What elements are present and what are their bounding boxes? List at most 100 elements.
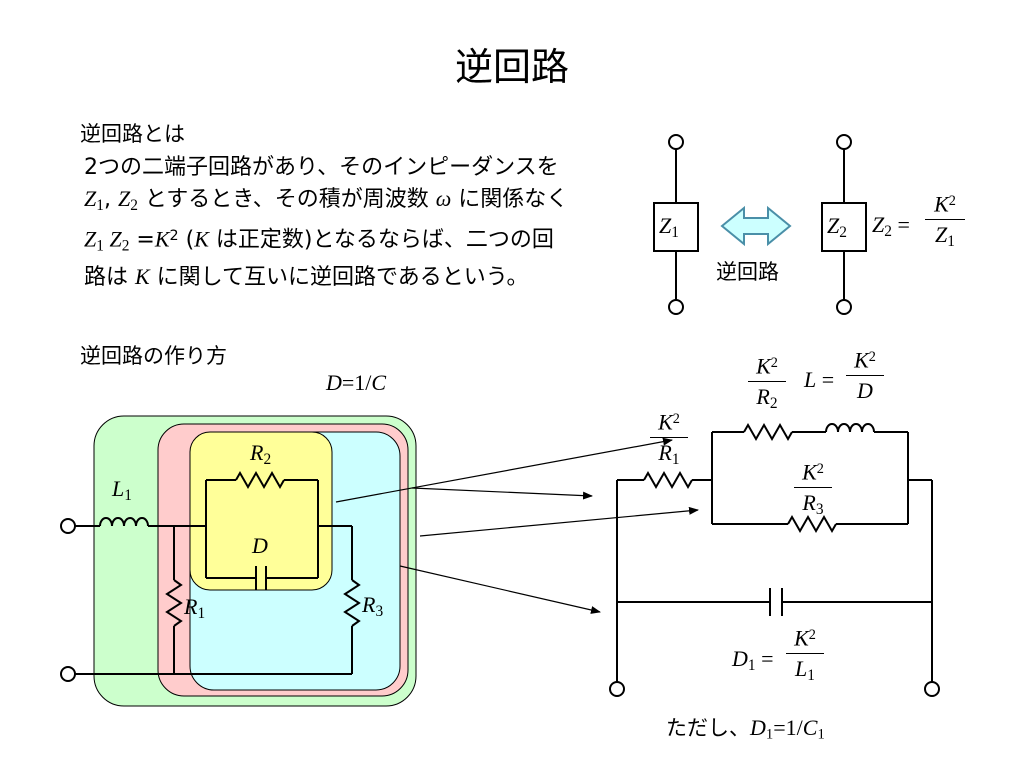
arrow-d-map [399,565,601,614]
k-symbol-3: K [135,264,150,290]
d-cap-symbol: D [252,533,268,558]
arrow-l1-map [411,487,593,500]
para-line-1: 2つの二端子回路があり、そのインピーダンスを [84,152,644,183]
label-k2-r3: K2 R3 [794,456,832,523]
d1-sub: 1 [747,656,756,674]
k2r2-r: R [756,384,770,410]
c-symbol: C [371,370,387,395]
label-k2-r1: K2 R1 [650,406,688,473]
r2-sub: 2 [263,450,272,468]
label-l-fraction: K2 D [846,344,884,404]
k2r2-sub: 2 [769,395,778,413]
r2-symbol: R [250,440,264,465]
r3-sub: 3 [375,602,384,620]
arrow-r1-map [419,506,699,537]
para-line-1-text: 2つの二端子回路があり、そのインピーダンスを [84,155,559,180]
k2r3-sup: 2 [816,461,824,477]
inverse-arrow-label: 逆回路 [716,260,779,284]
z2-equation-fraction: K2 Z1 [925,188,965,255]
para-line-4-end: に関して互いに逆回路であるという。 [149,265,529,291]
eq-bar [925,219,965,221]
k2r2-bar [748,381,786,383]
para-line-4: 路は K に関して互いに逆回路であるという。 [84,261,644,293]
l-den-d: D [857,378,873,404]
label-r2: R2 [250,440,271,469]
para-line-2-end: に関係なく [451,187,569,212]
label-r3: R3 [362,592,383,621]
z1-label: Z1 [659,213,679,242]
page-title: 逆回路 [454,45,569,89]
k2r2-num: K2 [748,350,786,379]
k2r3-num: K2 [794,456,832,485]
footnote: ただし、D1=1/C1 [666,712,825,744]
para-line-3-end: は正定数)となるならば、二つの回 [208,227,554,253]
eq-sign-symbol: = [897,212,910,237]
z2-box-sub: 2 [839,223,847,241]
k2r1-bar [650,437,688,439]
l-den: D [846,378,884,404]
r3-symbol: R [362,592,376,617]
l-num-sup: 2 [868,349,876,365]
z2-sub: 2 [130,196,138,214]
eq-den-sub: 1 [947,233,955,251]
section-heading-construction: 逆回路の作り方 [80,344,227,368]
r1-sub: 1 [197,604,206,622]
eq-num: K2 [925,188,965,217]
eq-den-z: Z [935,222,948,248]
z2-box-symbol: Z [827,213,840,238]
k2r1-den: R1 [650,440,688,473]
k2r3-k: K [802,459,817,485]
footnote-c: C [802,715,818,740]
l1-symbol: L [112,476,125,501]
right-left-terminal [609,681,625,697]
eq-lhs-sub: 2 [884,222,892,240]
paren: ( [178,227,195,253]
resistor-k2-r1 [643,470,693,490]
d-def-mid: =1/ [341,370,372,395]
l-symbol: L [804,367,817,392]
d1-den: L1 [786,656,824,689]
k2r3-den: R3 [794,490,832,523]
label-k2-r2: K2 R2 [748,350,786,417]
l-num-k: K [854,347,869,373]
k-symbol-2: K [194,226,209,252]
z2-network [821,134,867,315]
k2r3-bar [794,487,832,489]
mapping-arrows [335,437,699,614]
resistor-r1 [165,579,183,627]
sep: , [103,187,118,212]
z1-top-terminal [668,134,684,150]
para-line-3: Z1 Z2 =K2 (K は正定数)となるならば、二つの回 [84,221,644,261]
d1-num-sup: 2 [808,627,816,643]
k2r3-sub: 3 [815,501,824,519]
section-heading-definition: 逆回路とは [80,122,185,146]
label-r1: R1 [184,594,205,623]
d1-den-l: L [795,656,808,682]
eq-sign: = [129,227,155,253]
k2r2-sup: 2 [770,355,778,371]
z2-symbol-2: Z [103,226,122,252]
z1-network [653,134,699,315]
k-symbol: K [154,226,170,252]
yellow-region [189,431,333,591]
para-line-2: Z1, Z2 とするとき、その積が周波数 ω に関係なく [84,183,644,221]
para-line-4-start: 路は [84,265,135,291]
d1-bar [786,653,824,655]
inductor-l [825,423,875,433]
footnote-mid: =1/ [773,715,803,740]
z1-symbol-2: Z [84,226,97,252]
k2r1-sup: 2 [672,411,680,427]
k2r1-num: K2 [650,406,688,435]
z1-box-symbol: Z [659,213,672,238]
label-l1: L1 [112,476,132,505]
right-circuit-wires [609,422,940,697]
inductor-l1 [99,517,149,527]
l-bar [846,375,884,377]
footnote-d: D [750,715,766,740]
d-definition: D=1/C [326,370,386,396]
arrow-r2-map [335,437,673,503]
eq-lhs-symbol: Z [872,212,885,237]
label-d1-lhs: D1 = [732,646,774,675]
k2r1-r: R [658,440,672,466]
